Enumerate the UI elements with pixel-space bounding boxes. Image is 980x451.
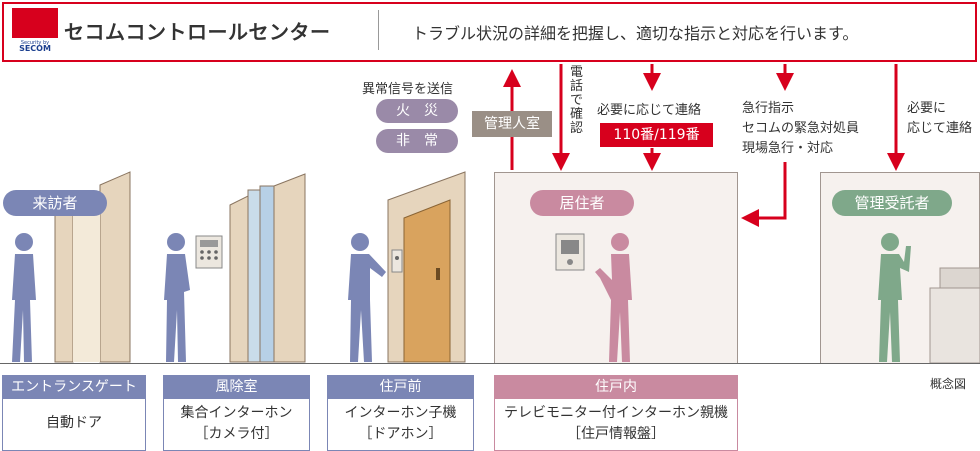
arrow-guard-to-resident xyxy=(741,162,787,227)
door-intercom-icon xyxy=(391,249,403,273)
visitor-figure-2 xyxy=(164,233,190,362)
windbreak-room-label: 風除室 xyxy=(163,375,310,399)
unit-front-label: 住戸前 xyxy=(327,375,474,399)
detail-line: 集合インターホン xyxy=(180,405,293,421)
phone-confirm-char: 電 xyxy=(570,65,584,80)
trustee-contact-line: 応じて連絡 xyxy=(907,121,973,136)
resident-figure xyxy=(595,233,632,362)
phone-confirm-label: 電話で確認 xyxy=(570,66,586,136)
abnormal-signal-heading: 異常信号を送信 xyxy=(362,82,454,97)
secom-control-center-banner xyxy=(2,2,977,62)
trustee-contact-text: 必要に 応じて連絡 xyxy=(907,99,972,139)
resident-pill: 居住者 xyxy=(530,190,634,216)
control-center-name: セコムコントロールセンター xyxy=(64,20,331,44)
management-room-box: 管理人室 xyxy=(472,111,552,137)
detail-line: テレビモニター付インターホン親機 xyxy=(504,405,728,421)
floor-line xyxy=(0,363,980,364)
entrance-gate-label: エントランスゲート xyxy=(2,375,146,399)
fire-signal-pill: 火災 xyxy=(376,99,458,123)
dispatch-line: 急行指示 xyxy=(742,101,795,116)
emergency-number-box: 110番/119番 xyxy=(600,123,713,147)
windbreak-room-illustration xyxy=(195,173,306,363)
visitor-figure-1 xyxy=(12,233,36,362)
contact-if-needed-label: 必要に応じて連絡 xyxy=(597,103,702,118)
windbreak-room-detail: 集合インターホン ［カメラ付］ xyxy=(163,399,310,451)
trustee-pill: 管理受託者 xyxy=(832,190,952,216)
entrance-gate-illustration xyxy=(54,171,131,363)
detail-line: 自動ドア xyxy=(46,415,102,431)
visitor-pill: 来訪者 xyxy=(3,190,107,216)
phone-confirm-char: 話 xyxy=(570,79,584,94)
concept-diagram-note: 概念図 xyxy=(930,377,967,391)
unit-front-detail: インターホン子機 ［ドアホン］ xyxy=(327,399,474,451)
emergency-signal-pill: 非常 xyxy=(376,129,458,153)
office-desk-illustration xyxy=(929,267,980,364)
detail-line: ［住戸情報盤］ xyxy=(567,426,665,442)
phone-confirm-char: 確 xyxy=(570,107,584,122)
unit-inside-detail: テレビモニター付インターホン親機 ［住戸情報盤］ xyxy=(494,399,738,451)
dispatch-instruction-text: 急行指示 セコムの緊急対処員 現場急行・対応 xyxy=(742,99,859,159)
resident-monitor-icon xyxy=(555,233,585,271)
phone-confirm-char: で xyxy=(570,93,584,108)
trustee-contact-line: 必要に xyxy=(907,101,947,116)
trustee-figure xyxy=(878,233,911,362)
banner-description: トラブル状況の詳細を把握し、適切な指示と対応を行います。 xyxy=(412,24,859,43)
phone-confirm-char: 認 xyxy=(570,121,584,136)
logo-text: SECOM xyxy=(19,44,51,52)
visitor-figure-3 xyxy=(348,233,386,362)
entrance-gate-detail: 自動ドア xyxy=(2,399,146,451)
detail-line: ［カメラ付］ xyxy=(194,426,279,442)
dispatch-line: 現場急行・対応 xyxy=(742,141,834,156)
unit-door-illustration xyxy=(387,171,466,363)
secom-logo: Security by SECOM xyxy=(12,8,58,52)
dispatch-line: セコムの緊急対処員 xyxy=(742,121,860,136)
banner-divider xyxy=(378,10,379,50)
detail-line: ［ドアホン］ xyxy=(358,426,443,442)
logo-small-text: Security by xyxy=(21,40,49,46)
detail-line: インターホン子機 xyxy=(344,405,457,421)
unit-inside-label: 住戸内 xyxy=(494,375,738,399)
